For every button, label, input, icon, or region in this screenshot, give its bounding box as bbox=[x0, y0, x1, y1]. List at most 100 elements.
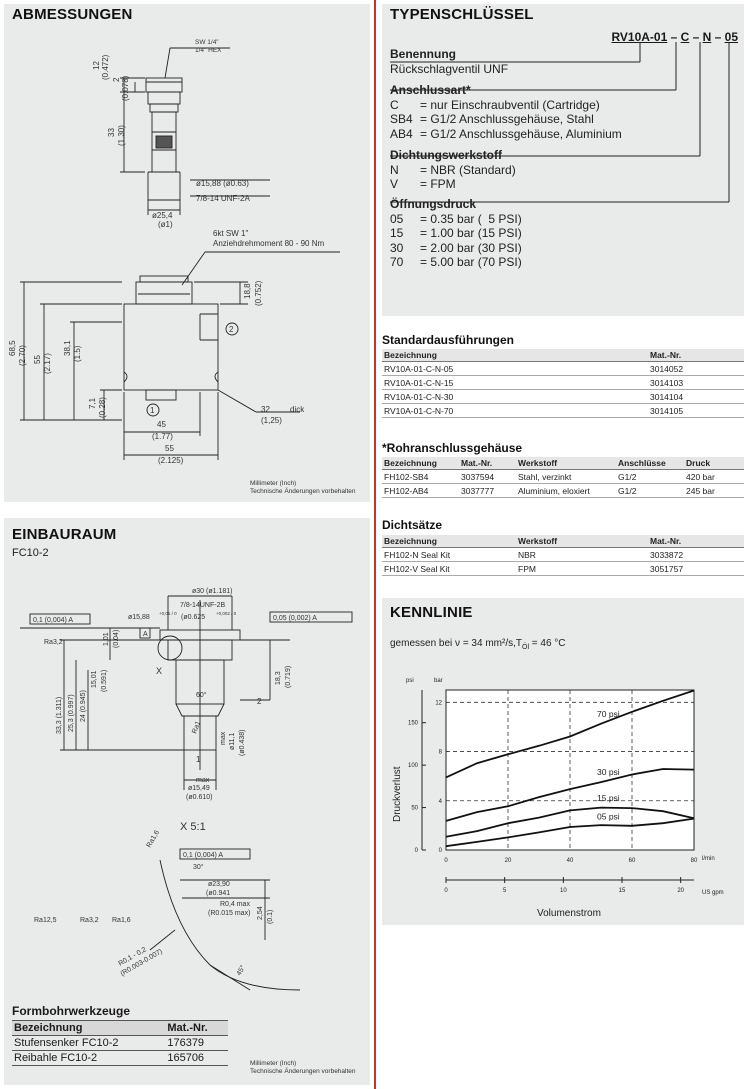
tools-table-header: Bezeichnung Mat.-Nr. bbox=[12, 1020, 228, 1036]
type-option-desc: = 0.35 bar ( 5 PSI) bbox=[420, 211, 522, 226]
sw-label: SW 1/4" bbox=[195, 39, 219, 46]
dim-dick: dick bbox=[290, 405, 305, 414]
dia-254-inch: (ø1) bbox=[158, 220, 173, 229]
type-group-head: Öffnungsdruck bbox=[390, 197, 476, 211]
dim-max: max bbox=[220, 731, 227, 745]
cavity-drawing: ø30 (ø1.181) 7/8-14UNF-2B ø15,88 +0,05 /… bbox=[20, 588, 353, 991]
dim-32: 32 bbox=[261, 405, 270, 414]
table-cell: Stahl, verzinkt bbox=[516, 469, 616, 484]
table-cell: RV10A-01-C-N-05 bbox=[382, 361, 648, 376]
dim-254-inch: (0.1) bbox=[267, 910, 274, 924]
chart-grid bbox=[421, 689, 695, 883]
col-matnr: Mat.-Nr. bbox=[648, 535, 744, 548]
type-group-dichtung: Dichtungswerkstoff N= NBR (Standard) V= … bbox=[390, 148, 516, 192]
dim-254: 2,54 bbox=[257, 906, 264, 920]
tools-col-matnr: Mat.-Nr. bbox=[165, 1020, 228, 1036]
dim-45-inch: (1.77) bbox=[152, 432, 173, 441]
table-cell: 420 bar bbox=[684, 469, 744, 484]
chart-ylabel: Druckverlust bbox=[392, 766, 403, 822]
type-option: 70= 5.00 bar (70 PSI) bbox=[390, 255, 522, 270]
col-matnr: Mat.-Nr. bbox=[459, 457, 516, 470]
chart-y-unit-bar: bar bbox=[434, 678, 443, 684]
einbauraum-title: EINBAURAUM bbox=[12, 526, 117, 543]
type-group-anschlussart: Anschlussart* C= nur Einschraubventil (C… bbox=[390, 83, 622, 141]
einbauraum-subtitle: FC10-2 bbox=[12, 547, 49, 559]
tolerance-box-3: 0,1 (0,004) A bbox=[183, 852, 223, 859]
type-option-desc: = 5.00 bar (70 PSI) bbox=[420, 255, 522, 269]
chart-series-group bbox=[445, 689, 695, 848]
tools-col-name: Bezeichnung bbox=[12, 1020, 166, 1036]
tolerance-box-2: 0,05 (0,002) A bbox=[273, 615, 317, 622]
r-015: (R0.015 max) bbox=[208, 910, 250, 917]
torque-label: Anziehdrehmoment 80 - 90 Nm bbox=[213, 239, 325, 248]
dim-685-inch: (2.70) bbox=[18, 345, 27, 366]
detail-scale: X 5:1 bbox=[180, 821, 206, 833]
table-cell: FPM bbox=[516, 561, 648, 576]
angle-60: 60° bbox=[196, 691, 207, 699]
chart-tick-label-x: 20 bbox=[505, 858, 512, 864]
type-option-key: C bbox=[390, 97, 399, 112]
dim-101: 1,01 bbox=[103, 632, 110, 646]
chart-y-unit-psi: psi bbox=[406, 678, 414, 684]
table-cell: 165706 bbox=[165, 1050, 228, 1066]
tolerance-box-1: 0,1 (0,004) A bbox=[33, 617, 73, 624]
abmessungen-panel bbox=[4, 4, 370, 502]
type-option: AB4= G1/2 Anschlussgehäuse, Aluminium bbox=[390, 127, 622, 142]
cavity-port-1: 1 bbox=[196, 755, 201, 764]
dim-188-inch: (0.752) bbox=[254, 280, 263, 306]
type-option-key: V bbox=[390, 177, 399, 191]
type-option-key: 30 bbox=[390, 240, 404, 255]
type-code-base: RV10A-01 bbox=[611, 30, 668, 44]
type-option-key: 15 bbox=[390, 226, 404, 240]
dim-71: 7,1 bbox=[88, 397, 97, 409]
type-group-head: Benennung bbox=[390, 47, 456, 61]
dia-1549-inch: (ø0.610) bbox=[186, 794, 212, 801]
col-bezeichnung: Bezeichnung bbox=[382, 349, 648, 362]
table-cell: G1/2 bbox=[616, 483, 684, 498]
dim-24: 24 (0.945) bbox=[80, 690, 87, 722]
table-cell: Stufensenker FC10-2 bbox=[12, 1035, 166, 1051]
cavity-thread: 7/8-14UNF-2B bbox=[180, 602, 225, 609]
einbauraum-panel bbox=[4, 518, 370, 1085]
angle-45: 45° bbox=[235, 964, 247, 977]
chart-tick-label-bar: 0 bbox=[439, 848, 443, 854]
table-cell: 3014103 bbox=[648, 375, 744, 390]
col-matnr: Mat.-Nr. bbox=[648, 349, 744, 362]
table-cell: 3014052 bbox=[648, 361, 744, 376]
dim-101-inch: (0.04) bbox=[113, 630, 120, 648]
table-cell: Reibahle FC10-2 bbox=[12, 1050, 166, 1066]
dia-2390-inch: (ø0.941 bbox=[206, 890, 230, 897]
chart-tick-label-gpm: 20 bbox=[677, 888, 684, 894]
type-code-sep: – bbox=[667, 30, 681, 44]
sw1-label: 6kt SW 1" bbox=[213, 229, 248, 238]
dim-33: 33 bbox=[107, 128, 116, 137]
table-cell: 3037594 bbox=[459, 469, 516, 484]
type-option-desc: = FPM bbox=[420, 177, 456, 191]
chart-series-line bbox=[445, 817, 695, 848]
note-unit: Millimeter (Inch) bbox=[250, 480, 297, 487]
chart-series-label: 70 psi bbox=[597, 709, 620, 719]
dim-32-inch: (1,25) bbox=[261, 416, 282, 425]
ra-32-b: Ra3,2 bbox=[80, 917, 99, 924]
dia-1588-tol: +0,05 / 0 bbox=[159, 611, 177, 616]
chart-series-line bbox=[445, 806, 695, 838]
dia-111-inch: (ø0.438) bbox=[239, 730, 246, 756]
chart-tick-label-bar: 4 bbox=[439, 799, 443, 805]
col-bezeichnung: Bezeichnung bbox=[382, 535, 516, 548]
type-option-key: N bbox=[390, 162, 399, 177]
table-row: Reibahle FC10-2 165706 bbox=[12, 1050, 228, 1066]
dim-333: 33,3 (1.311) bbox=[56, 697, 63, 734]
dia-max-label: max bbox=[196, 777, 210, 784]
table-row: Stufensenker FC10-2 176379 bbox=[12, 1035, 228, 1051]
ra-1: Ra1 bbox=[191, 720, 202, 735]
chart-x-unit-lmin: l/min bbox=[702, 856, 715, 862]
type-option-desc: = 1.00 bar (15 PSI) bbox=[420, 226, 522, 240]
dia-1549: ø15,49 bbox=[188, 785, 210, 792]
chart-tick-label-psi: 150 bbox=[408, 721, 419, 727]
type-option-key: SB4 bbox=[390, 112, 413, 126]
dim-55-horiz: 55 bbox=[165, 444, 174, 453]
